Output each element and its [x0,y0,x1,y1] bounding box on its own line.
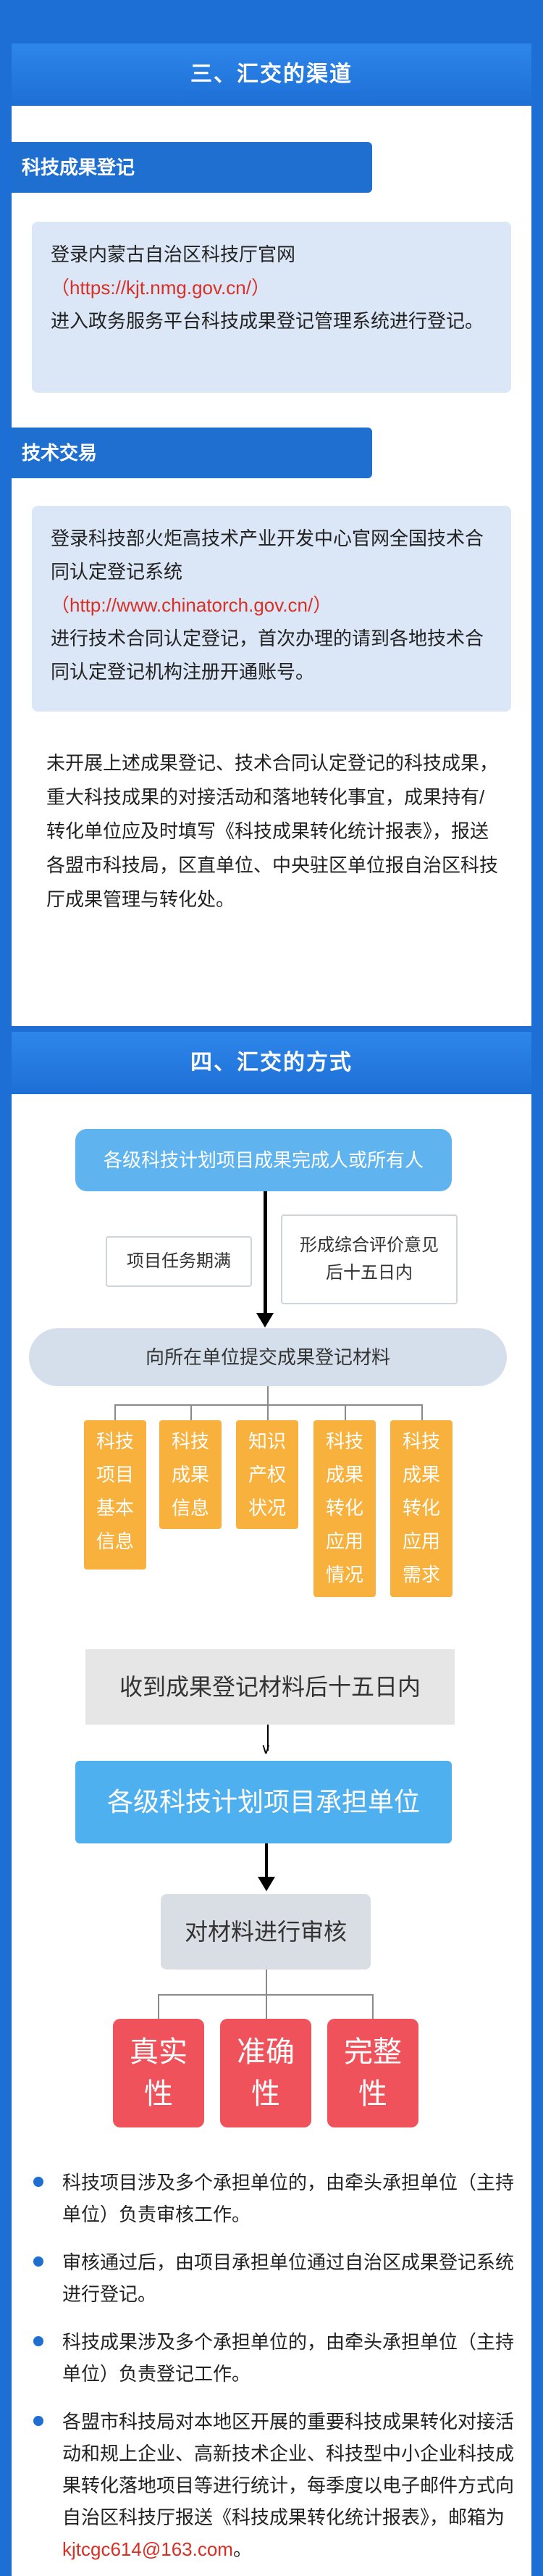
branch-drop [345,1404,346,1420]
branch-drop [267,1404,269,1420]
tag-achievement-registration: 科技成果登记 [12,142,372,193]
arrow-down-icon [258,1877,275,1891]
box-line: 登录科技部火炬高技术产业开发中心官网全国技术合同认定登记系统 [51,528,484,583]
connector-line [264,1191,267,1316]
review-materials-box: 对材料进行审核 [161,1894,371,1969]
connector-line [265,1843,268,1880]
bullet-dot-icon [33,2336,43,2346]
check-accuracy: 准确性 [220,2019,311,2127]
section3-header: 三、汇交的渠道 [12,43,531,106]
check-label: 真实性 [130,2036,188,2110]
tag-technology-trade: 技术交易 [12,428,372,478]
branch-drop [372,1994,374,2019]
tag-label: 科技成果登记 [22,157,135,178]
email-link[interactable]: kjtcgc614@163.com [62,2538,233,2560]
tag-label: 技术交易 [22,442,98,464]
box-line: 进入政务服务平台科技成果登记管理系统进行登记。 [51,310,484,332]
branch-stem [267,1386,269,1404]
project-undertaker-box: 各级科技计划项目承担单位 [75,1761,452,1843]
section4-header: 四、汇交的方式 [12,1032,531,1094]
section3-title: 三、汇交的渠道 [190,62,353,86]
box-line: 进行技术合同认定登记，首次办理的请到各地技术合同认定登记机构注册开通账号。 [51,628,484,683]
branch-drop [421,1404,423,1420]
bullet-dot-icon [33,2256,43,2267]
section4-title: 四、汇交的方式 [190,1051,353,1075]
branch-drop [190,1404,192,1420]
thin-arrow-icon: ∨ [261,1741,272,1757]
note-evaluation-deadline: 形成综合评价意见后十五日内 [281,1214,458,1304]
kjt-link[interactable]: （https://kjt.nmg.gov.cn/） [51,277,270,299]
responsible-person-pill: 各级科技计划项目成果完成人或所有人 [75,1129,452,1191]
branch-bar [114,1404,423,1406]
list-item: 科技成果涉及多个承担单位的，由牵头承担单位（主持单位）负责登记工作。 [29,2326,521,2390]
branch-drop [158,1994,159,2019]
material-project-info: 科技项目基本信息 [84,1420,146,1570]
list-item-end: 。 [232,2538,252,2560]
material-ip-status: 知识产权状况 [236,1420,298,1529]
list-item: 科技项目涉及多个承担单位的，由牵头承担单位（主持单位）负责审核工作。 [29,2167,521,2230]
material-label: 科技项目基本信息 [96,1430,134,1552]
list-item: 审核通过后，由项目承担单位通过自治区成果登记系统进行登记。 [29,2246,521,2310]
check-authenticity: 真实性 [113,2019,204,2127]
check-completeness: 完整性 [327,2019,418,2127]
note-task-expired: 项目任务期满 [106,1236,252,1287]
list-item-text: 科技项目涉及多个承担单位的，由牵头承担单位（主持单位）负责审核工作。 [62,2172,515,2225]
check-label: 准确性 [237,2036,295,2110]
material-label: 科技成果转化应用情况 [325,1430,363,1585]
bullet-dot-icon [33,2416,43,2426]
registration-info-box: 登录内蒙古自治区科技厅官网 （https://kjt.nmg.gov.cn/） … [32,222,511,393]
fifteen-days-box: 收到成果登记材料后十五日内 [85,1649,455,1725]
branch-stem [266,1969,267,1994]
material-achievement-info: 科技成果信息 [159,1420,222,1529]
material-label: 科技成果转化应用需求 [402,1430,440,1585]
check-label: 完整性 [344,2036,402,2110]
arrow-down-icon [256,1313,274,1327]
branch-drop [114,1404,116,1420]
branch-bar [158,1994,372,1996]
list-item-text: 审核通过后，由项目承担单位通过自治区成果登记系统进行登记。 [62,2251,515,2305]
notes-list: 科技项目涉及多个承担单位的，由牵头承担单位（主持单位）负责审核工作。 审核通过后… [29,2167,521,2576]
material-label: 知识产权状况 [248,1430,286,1519]
submit-materials-pill: 向所在单位提交成果登记材料 [29,1328,507,1386]
section3-paragraph: 未开展上述成果登记、技术合同认定登记的科技成果，重大科技成果的对接活动和落地转化… [46,752,499,910]
branch-drop [266,1994,267,2019]
chinatorch-link[interactable]: （http://www.chinatorch.gov.cn/） [51,594,332,616]
material-label: 科技成果信息 [171,1430,209,1519]
list-item-text: 科技成果涉及多个承担单位的，由牵头承担单位（主持单位）负责登记工作。 [62,2331,515,2385]
box-line: 登录内蒙古自治区科技厅官网 [51,243,296,265]
material-transfer-status: 科技成果转化应用情况 [313,1420,376,1597]
material-transfer-demand: 科技成果转化应用需求 [390,1420,452,1597]
trade-info-box: 登录科技部火炬高技术产业开发中心官网全国技术合同认定登记系统 （http://w… [32,506,511,712]
list-item: 各盟市科技局对本地区开展的重要科技成果转化对接活动和规上企业、高新技术企业、科技… [29,2406,521,2565]
connector-line [267,1725,269,1751]
list-item-text: 各盟市科技局对本地区开展的重要科技成果转化对接活动和规上企业、高新技术企业、科技… [62,2411,515,2528]
bullet-dot-icon [33,2177,43,2187]
